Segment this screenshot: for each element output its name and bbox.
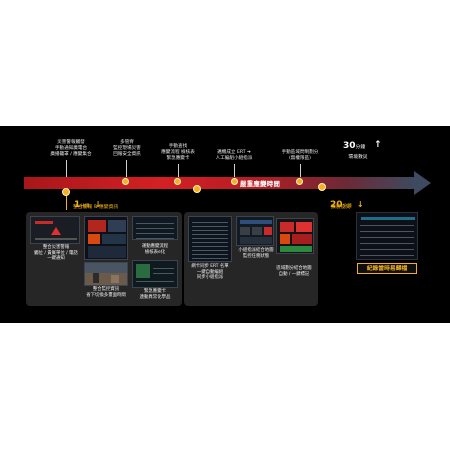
milestone-dot — [174, 178, 181, 185]
ert-list-screenshot — [188, 216, 232, 262]
note-manual-lookup: 手動查找 應變流程 檢核表 緊急應變卡 — [161, 144, 195, 161]
caption-ert-sync: 網卡同步 ERT 名單 一鍵自動編組 同步小組指派 — [191, 264, 229, 281]
table-row — [192, 250, 228, 251]
table-row — [153, 273, 174, 274]
zone-map-screenshot — [276, 218, 314, 254]
map-block — [264, 227, 272, 235]
warning-icon — [51, 227, 61, 235]
note-stem — [300, 164, 301, 177]
note-stem — [66, 160, 67, 177]
table-row — [192, 222, 228, 223]
emergency-card-screenshot — [132, 260, 178, 288]
table-row — [192, 258, 228, 259]
one-min-label: 1分鐘 ↓ — [74, 200, 102, 210]
up-arrow-icon: ↑ — [374, 140, 382, 150]
card-image — [136, 264, 150, 278]
zone-block — [280, 234, 290, 244]
twenty-min-label: 20分鐘 ↓ — [330, 200, 364, 210]
grid-block — [88, 220, 106, 232]
milestone-dot — [193, 185, 201, 193]
milestone-dot — [296, 178, 303, 185]
alert-bar — [35, 221, 53, 224]
timeline-diagram: 災害警報觸發 手動通知廣電台 廣播籠罩 / 應變集合 多管齊 監控現場災害 回報… — [0, 126, 450, 323]
table-row — [360, 255, 414, 256]
map-header — [240, 220, 272, 224]
caption-zone-map: 區域劃分結合地圖 自動 / 一鍵標記 — [276, 266, 312, 277]
milestone-dot — [318, 183, 326, 191]
record-archive-label: 紀錄當時易歸檔 — [357, 263, 417, 274]
timeline-label: 嚴重應變時間 — [240, 180, 281, 188]
alert-text-line — [35, 238, 77, 240]
note-stem — [234, 164, 235, 177]
table-row — [192, 246, 228, 247]
thirty-min-label: 30分鐘 — [343, 141, 366, 151]
map-assign-screenshot — [236, 216, 274, 246]
table-row — [136, 281, 174, 282]
table-row — [136, 223, 174, 224]
table-row — [136, 233, 174, 234]
one-min-desc: 整合警報 & 應變資訊 — [73, 205, 119, 210]
checklist-screenshot — [132, 216, 178, 240]
timeline-arrow — [24, 177, 416, 189]
note-monitor-site: 多管齊 監控現場災害 回報安全資訊 — [113, 140, 141, 157]
caption-monitor: 整合監控資訊 省下切換多畫面時間 — [86, 287, 126, 298]
table-row — [192, 238, 228, 239]
milestone-stem — [66, 196, 67, 210]
note-stem — [126, 160, 127, 177]
caption-checklist: 運動應變流程 檢核表e化 — [141, 244, 169, 255]
table-row — [360, 225, 414, 226]
milestone-dot — [122, 178, 129, 185]
thirty-min-desc: 環境救災 — [348, 155, 368, 160]
record-screenshot — [356, 212, 418, 260]
map-block — [240, 227, 250, 235]
map-block — [252, 227, 262, 235]
grid-block — [88, 246, 126, 258]
zone-block — [280, 222, 294, 232]
table-row — [192, 234, 228, 235]
table-row — [192, 254, 228, 255]
table-row — [360, 231, 414, 232]
down-arrow-icon: ↓ — [94, 200, 102, 209]
table-row — [136, 238, 174, 239]
twenty-min-desc: 擴展疫災 — [331, 205, 351, 210]
record-header — [361, 217, 415, 220]
cctv-figure — [93, 273, 99, 283]
note-ert-setup: 邁機成立 ERT ➔ 人工編組小組指派 — [215, 150, 253, 161]
zone-block — [292, 234, 312, 244]
note-zone-division: 手動區域問制劃分 (無權限區) — [281, 150, 319, 161]
milestone-dot — [62, 188, 70, 196]
table-row — [360, 243, 414, 244]
caption-emergency-card: 緊急應變卡 連動異常化學品 — [139, 289, 171, 300]
table-row — [136, 228, 174, 229]
alert-screenshot — [30, 216, 80, 244]
grid-block — [102, 234, 126, 244]
table-row — [192, 242, 228, 243]
map-block — [240, 237, 272, 244]
table-row — [360, 237, 414, 238]
cctv-screenshot — [84, 262, 128, 286]
dashboard-screenshot — [84, 216, 128, 260]
milestone-dot — [231, 178, 238, 185]
caption-alert-notify: 整合災害警報 觸位 / 貴賓單位 / 電話 一鍵通知 — [34, 245, 78, 262]
note-alarm-trigger: 災害警報觸發 手動通知廣電台 廣播籠罩 / 應變集合 — [50, 140, 92, 157]
table-row — [192, 230, 228, 231]
table-row — [192, 226, 228, 227]
note-stem — [178, 164, 179, 177]
timeline-arrow-head — [414, 171, 431, 195]
grid-block — [108, 220, 126, 232]
down-arrow-icon: ↓ — [356, 200, 364, 209]
zone-block — [296, 222, 312, 232]
grid-block — [88, 234, 100, 244]
table-row — [153, 268, 174, 269]
caption-map-assign: 小組指派結合地圖 監控任務狀態 — [238, 248, 274, 259]
cctv-sky — [85, 263, 127, 273]
cctv-object — [111, 275, 119, 283]
zone-block — [280, 246, 312, 252]
table-row — [360, 249, 414, 250]
